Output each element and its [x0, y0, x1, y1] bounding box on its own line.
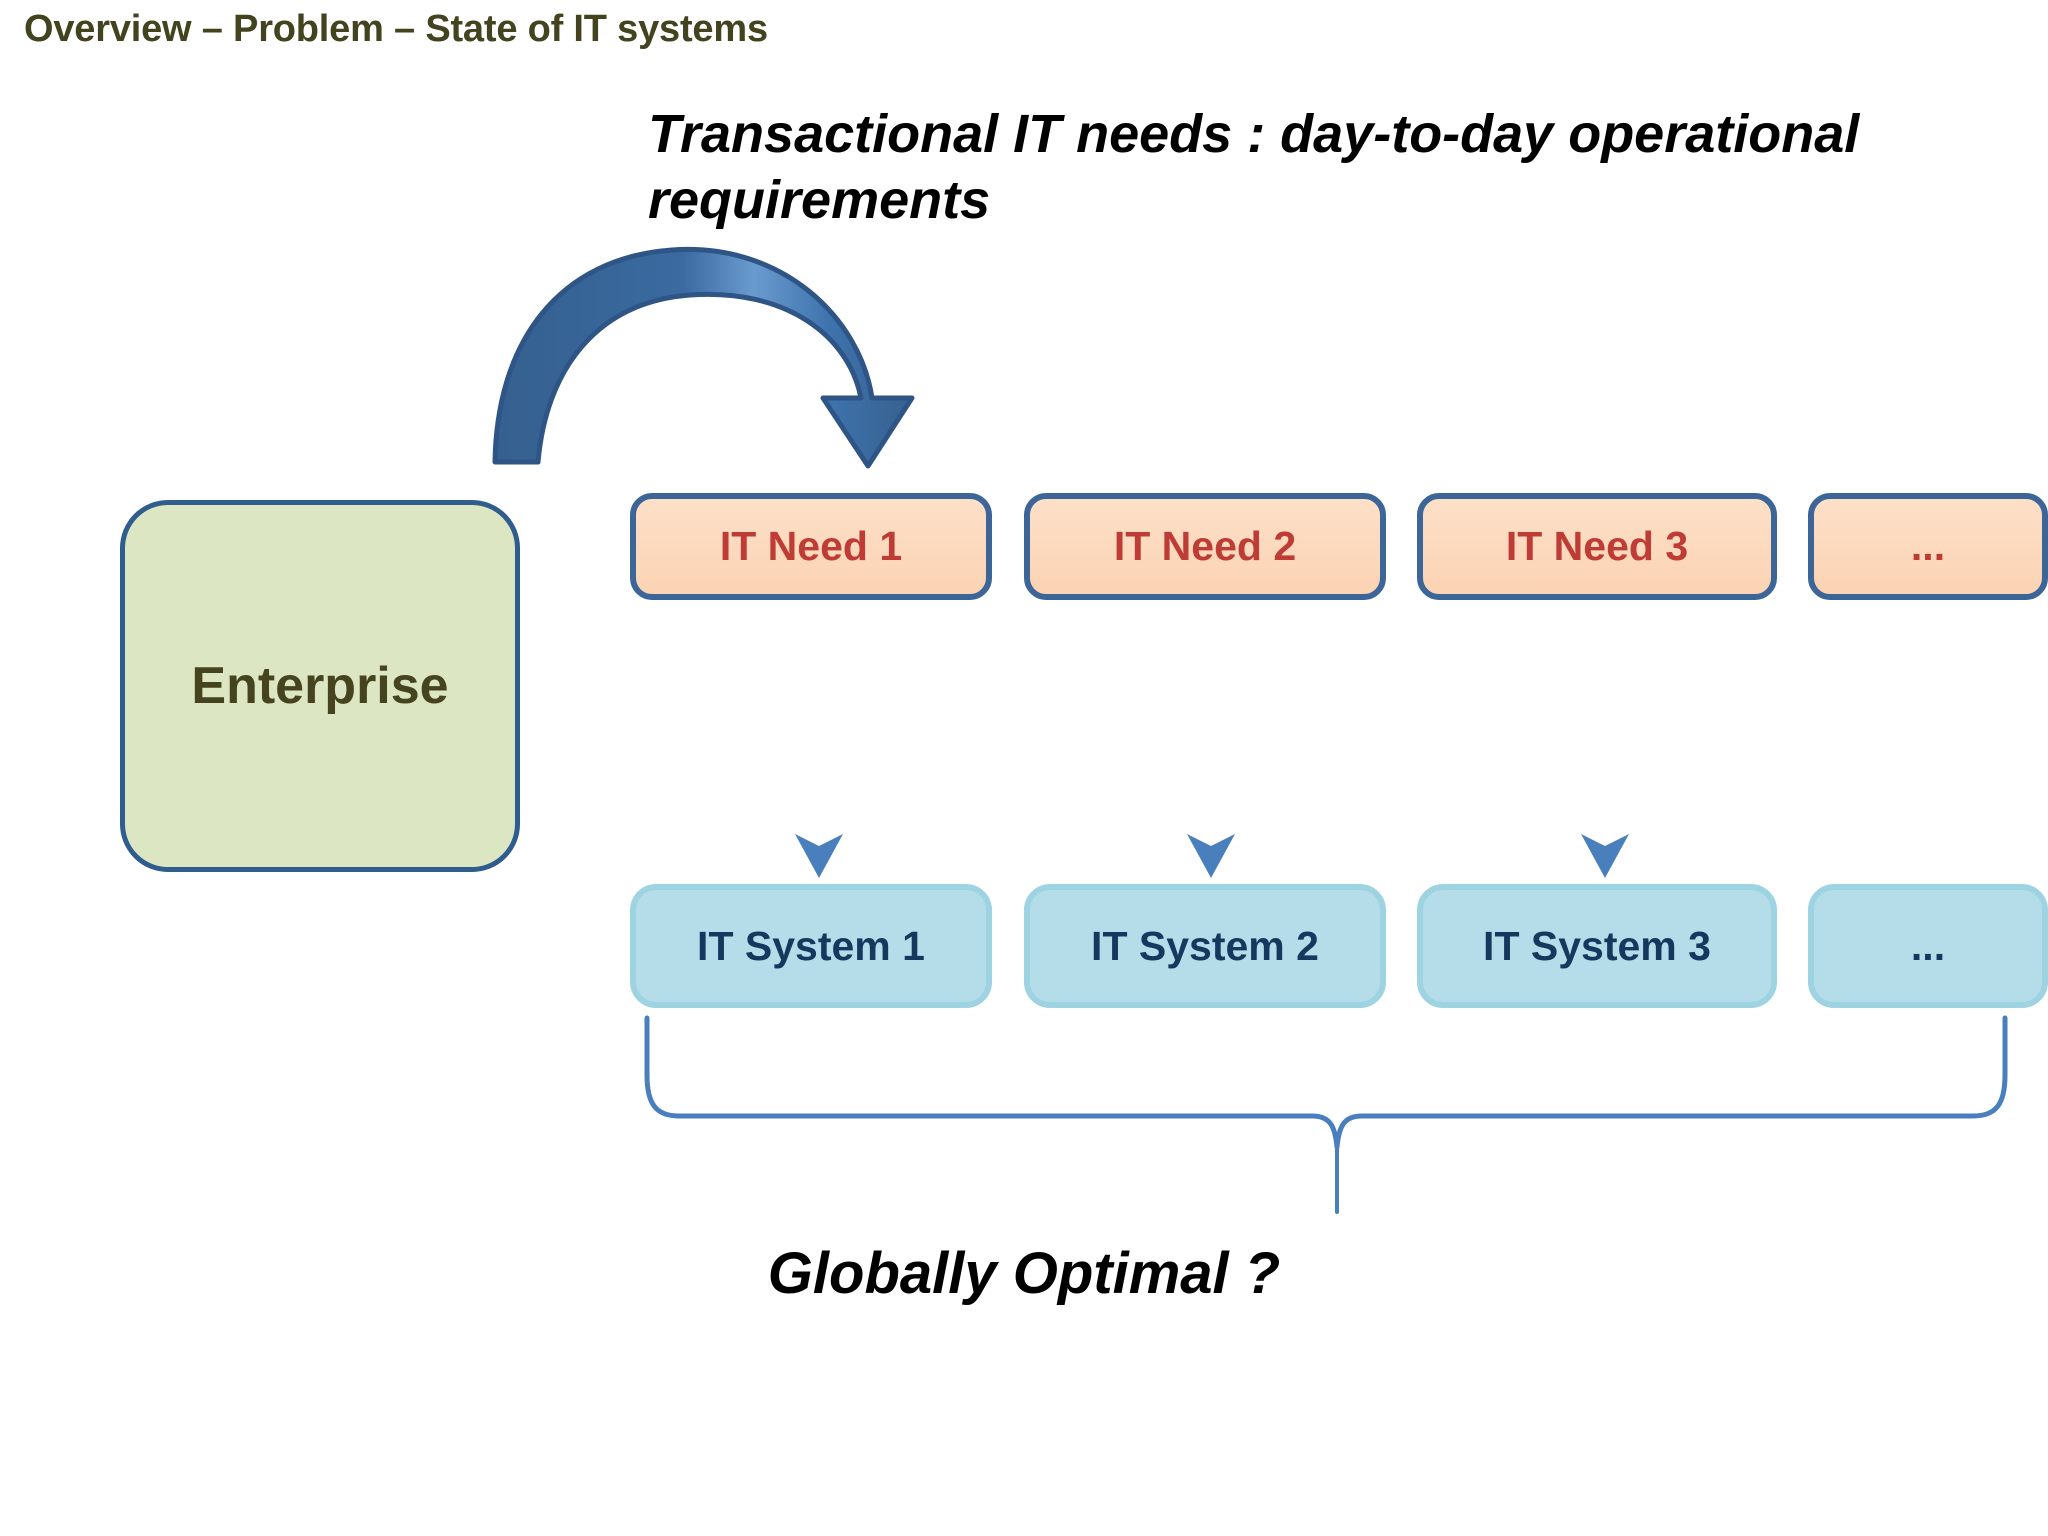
down-arrow-2 — [1187, 664, 1235, 878]
it-need-label-1: IT Need 1 — [719, 523, 903, 569]
it-need-label-3: IT Need 3 — [1505, 523, 1689, 569]
enterprise-label: Enterprise — [191, 657, 449, 715]
it-system-box-3: IT System 3 — [1417, 884, 1777, 1008]
callout-heading: Transactional IT needs : day-to-day oper… — [648, 104, 1860, 230]
enterprise-node: Enterprise — [120, 500, 520, 872]
curved-arrow-to-needs — [492, 246, 915, 469]
question-label: Globally Optimal ? — [767, 1241, 1281, 1306]
grouping-brace — [644, 1015, 2008, 1214]
it-need-box-2: IT Need 2 — [1024, 493, 1386, 600]
down-arrow-1 — [795, 664, 843, 878]
it-need-label-ellipsis: ... — [1910, 523, 1946, 569]
it-system-label-2: IT System 2 — [1091, 922, 1319, 969]
it-system-label-3: IT System 3 — [1483, 922, 1711, 969]
it-need-box-3: IT Need 3 — [1417, 493, 1777, 600]
it-need-label-2: IT Need 2 — [1113, 523, 1297, 569]
down-arrow-3 — [1581, 664, 1629, 878]
it-system-box-2: IT System 2 — [1024, 884, 1386, 1008]
it-system-box-1: IT System 1 — [630, 884, 992, 1008]
page-title: Overview – Problem – State of IT systems — [24, 8, 768, 50]
it-need-box-1: IT Need 1 — [630, 493, 992, 600]
it-system-label-ellipsis: ... — [1910, 922, 1946, 969]
it-system-label-1: IT System 1 — [697, 922, 925, 969]
it-need-box-ellipsis: ... — [1808, 493, 2048, 600]
it-system-box-ellipsis: ... — [1808, 884, 2048, 1008]
